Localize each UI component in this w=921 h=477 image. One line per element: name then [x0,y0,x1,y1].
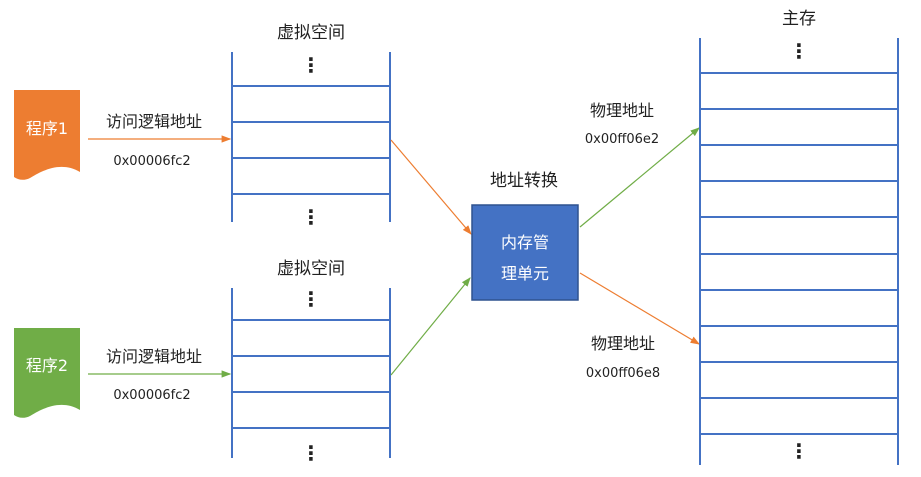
ellipsis-top: ⋮ [789,39,809,63]
ellipsis-top: ⋮ [301,53,321,77]
program-1-document: 程序1 [14,90,80,180]
ellipsis-top: ⋮ [301,287,321,311]
program-1-address: 0x00006fc2 [113,154,190,169]
mmu-title: 地址转换 [490,171,558,191]
ellipsis-bottom: ⋮ [301,205,321,229]
physical-1-label: 物理地址 [590,101,654,120]
main-memory-title: 主存 [782,9,816,29]
program-1-action: 访问逻辑地址 [106,112,202,131]
physical-2-label: 物理地址 [591,334,655,353]
physical-2-address: 0x00ff06e8 [586,366,660,381]
physical-1-address: 0x00ff06e2 [585,132,659,147]
arrow-mmu-to-phys2 [579,272,701,345]
mmu-label-line2: 理单元 [501,264,549,283]
program-2-action: 访问逻辑地址 [106,347,202,366]
program-2-label: 程序2 [26,356,68,375]
program-2-address: 0x00006fc2 [113,388,190,403]
mmu-label-line1: 内存管 [501,233,549,252]
program-2-document: 程序2 [14,328,80,418]
virtual-space-1-title: 虚拟空间 [277,23,345,43]
virtual-space-2: 虚拟空间 ⋮ ⋮ [231,259,391,465]
virtual-space-1: 虚拟空间 ⋮ ⋮ [231,23,391,229]
mmu-box: 内存管 理单元 [471,204,579,301]
arrow-vs1-to-mmu [390,139,472,235]
virtual-space-2-title: 虚拟空间 [277,259,345,279]
arrow-mmu-to-phys1 [579,127,700,228]
program-1-label: 程序1 [26,119,68,138]
arrow-vs2-to-mmu [390,277,471,376]
ellipsis-bottom: ⋮ [789,439,809,463]
ellipsis-bottom: ⋮ [301,441,321,465]
main-memory: 主存 ⋮ ⋮ [699,9,899,465]
